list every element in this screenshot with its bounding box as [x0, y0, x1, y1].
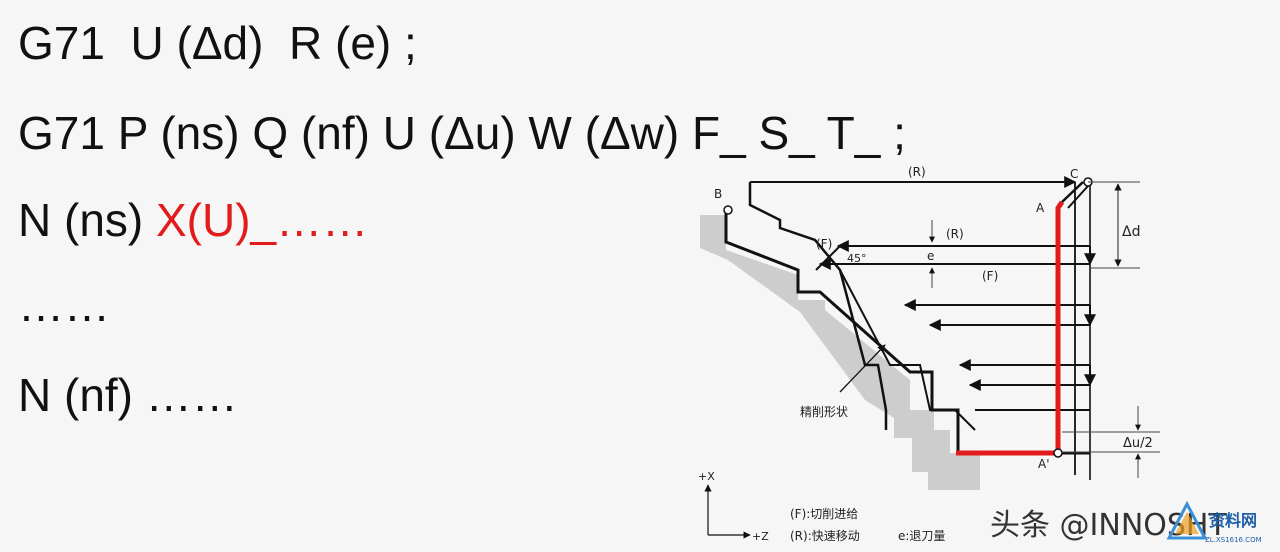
label-B: B: [714, 187, 722, 201]
axis-x-label: +X: [698, 470, 715, 483]
legend-e: e:退刀量: [898, 529, 945, 543]
code-line-3: N (ns) X(U)_……: [18, 197, 368, 243]
finish-contour: [724, 210, 1090, 455]
legend-F: (F):切削进给: [790, 507, 858, 521]
label-A-prime: A': [1038, 457, 1050, 471]
axis-z-label: +Z: [752, 530, 769, 543]
rough-outline: [748, 182, 888, 430]
label-R-mid: (R): [946, 227, 964, 241]
label-finish-shape: 精削形状: [800, 405, 848, 419]
logo-sub-text: ZL.XS1616.COM: [1205, 536, 1262, 544]
site-logo: 资料网 ZL.XS1616.COM: [1166, 500, 1262, 544]
red-approach-path: [956, 200, 1065, 456]
code-line-3-dots: ……: [276, 194, 369, 246]
label-A: A: [1036, 201, 1045, 215]
code-line-4: ……: [18, 279, 110, 331]
point-A-prime: [1053, 448, 1063, 458]
label-delta-u2: Δu/2: [1123, 436, 1153, 451]
code-line-1: G71 U (Δd) R (e) ;: [18, 17, 417, 69]
label-C: C: [1070, 167, 1078, 181]
label-delta-d: Δd: [1122, 224, 1140, 240]
code-line-3-red: X(U)_: [156, 194, 277, 246]
stock-material: [700, 215, 980, 490]
logo-main-text: 资料网: [1209, 511, 1257, 530]
label-angle: 45°: [847, 252, 867, 265]
point-B: [723, 205, 733, 215]
g71-cycle-diagram: B C A A' (F) (R) (R) e (F) 45° Δd Δu/2 精…: [698, 165, 1160, 543]
label-F-point: (F): [816, 237, 832, 251]
code-line-5: N (nf) ……: [18, 369, 238, 421]
label-e: e: [927, 249, 934, 263]
legend-R: (R):快速移动: [790, 529, 860, 543]
code-line-3-prefix: N (ns): [18, 194, 156, 246]
label-F-mid: (F): [982, 269, 998, 283]
code-line-2: G71 P (ns) Q (nf) U (Δu) W (Δw) F_ S_ T_…: [18, 107, 906, 159]
label-R-top: (R): [908, 165, 926, 179]
